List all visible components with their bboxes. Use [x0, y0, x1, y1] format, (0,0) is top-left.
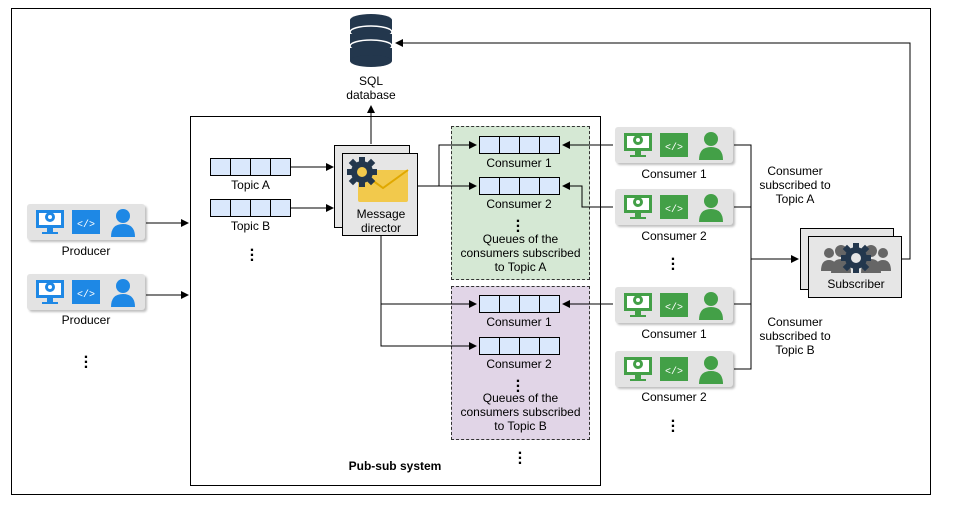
svg-text:</>: </>	[665, 204, 683, 216]
queue-a-consumer1	[479, 136, 560, 154]
consumer-a2-label: Consumer 2	[641, 229, 707, 243]
queue-a-consumer2	[479, 177, 560, 195]
queue-a-desc-line2: consumers subscribed	[460, 246, 581, 260]
subscriber-to-db-arrow	[395, 39, 911, 260]
director-to-qb2	[380, 236, 477, 350]
queue-a-desc-line3: to Topic A	[494, 260, 547, 274]
envelope-gear-icon	[346, 156, 410, 202]
producer-1-label: Producer	[61, 244, 111, 258]
consumer-a1-card: </>	[615, 127, 733, 163]
svg-text:</>: </>	[77, 219, 95, 231]
queue-a-consumer2-label: Consumer 2	[486, 197, 552, 211]
queue-b-desc-line1: Queues of the	[482, 391, 559, 405]
svg-text:</>: </>	[665, 366, 683, 378]
group-a-label-line1: Consumer	[767, 164, 823, 178]
consumer-b2-label: Consumer 2	[641, 390, 707, 404]
queue-b-consumer2-label: Consumer 2	[486, 357, 552, 371]
producer-2-card: </>	[27, 274, 145, 310]
outer-frame	[11, 8, 931, 495]
queue-b-consumer2	[479, 337, 560, 355]
group-b-label-line1: Consumer	[767, 315, 823, 329]
queue-a-ellipsis: ...	[515, 209, 521, 236]
queues-bottom-ellipsis: ...	[517, 441, 523, 468]
topic-b-label: Topic B	[230, 219, 271, 233]
producers-ellipsis: ...	[83, 345, 89, 372]
database-label-line2: database	[346, 88, 396, 102]
pubsub-system-label: Pub-sub system	[348, 459, 442, 473]
group-a-label-line2: subscribed to	[759, 178, 831, 192]
director-to-qa1	[418, 141, 477, 187]
director-label-line2: director	[360, 221, 401, 235]
pubsub-system-container	[190, 116, 601, 486]
consumer-a2-card: </>	[615, 189, 733, 225]
group-b-label-line3: Topic B	[775, 343, 815, 357]
consumers-b-ellipsis: ...	[670, 409, 676, 436]
group-b-label-line2: subscribed to	[759, 329, 831, 343]
queue-b-desc-line2: consumers subscribed	[460, 405, 581, 419]
message-director: Message director	[342, 153, 418, 236]
queue-a-consumer1-label: Consumer 1	[486, 156, 552, 170]
director-label-line1: Message	[356, 207, 406, 221]
queue-a-desc-line1: Queues of the	[482, 232, 559, 246]
topic-a-label: Topic A	[231, 178, 270, 192]
subscriber-box: Subscriber	[808, 236, 902, 298]
topic-a-queue	[210, 158, 291, 176]
queue-b-consumer1	[479, 295, 560, 313]
producer-1-card: </>	[27, 204, 145, 240]
topics-ellipsis: ...	[249, 238, 255, 265]
consumer-b2-card: </>	[615, 351, 733, 387]
svg-text:</>: </>	[665, 142, 683, 154]
topic-b-queue	[210, 199, 291, 217]
svg-text:</>: </>	[77, 289, 95, 301]
queue-b-ellipsis: ...	[515, 369, 521, 396]
queue-b-desc-line3: to Topic B	[494, 419, 547, 433]
consumer-b1-card: </>	[615, 287, 733, 323]
c2a-pull	[562, 182, 613, 208]
subscriber-label: Subscriber	[827, 277, 885, 291]
producer-2-label: Producer	[61, 313, 111, 327]
consumer-b1-label: Consumer 1	[641, 327, 707, 341]
database-icon	[349, 13, 393, 69]
svg-text:</>: </>	[665, 302, 683, 314]
consumers-a-ellipsis: ...	[670, 247, 676, 274]
group-a-label-line3: Topic A	[775, 192, 815, 206]
consumer-a1-label: Consumer 1	[641, 167, 707, 181]
database-label-line1: SQL	[358, 74, 383, 88]
queue-b-consumer1-label: Consumer 1	[486, 315, 552, 329]
